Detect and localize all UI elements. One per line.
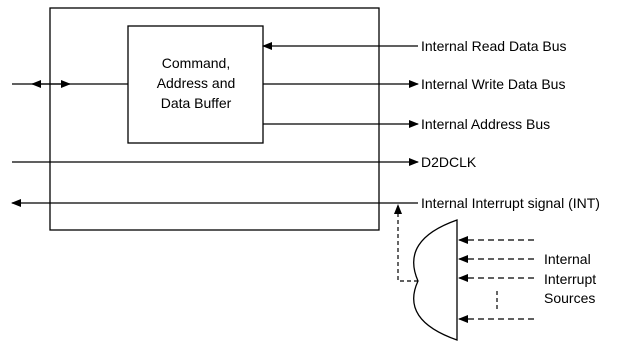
buffer-label-line-1: Command, bbox=[162, 55, 230, 71]
sources-label-line-1: Internal bbox=[544, 251, 591, 267]
clock-label: D2DCLK bbox=[421, 154, 477, 170]
read-bus-label: Internal Read Data Bus bbox=[421, 38, 567, 54]
sources-label-line-2: Interrupt bbox=[544, 271, 596, 287]
interrupt-label: Internal Interrupt signal (INT) bbox=[421, 195, 600, 211]
buffer-label-line-3: Data Buffer bbox=[161, 95, 232, 111]
or-gate bbox=[413, 219, 458, 341]
interrupt-feedback-dashed bbox=[397, 206, 418, 282]
write-bus-label: Internal Write Data Bus bbox=[421, 76, 565, 92]
interrupt-feedback-arrowhead bbox=[394, 204, 402, 214]
sources-label-line-3: Sources bbox=[544, 290, 595, 306]
address-bus-label: Internal Address Bus bbox=[421, 116, 550, 132]
outer-block bbox=[49, 7, 380, 231]
buffer-label-line-2: Address and bbox=[157, 75, 236, 91]
